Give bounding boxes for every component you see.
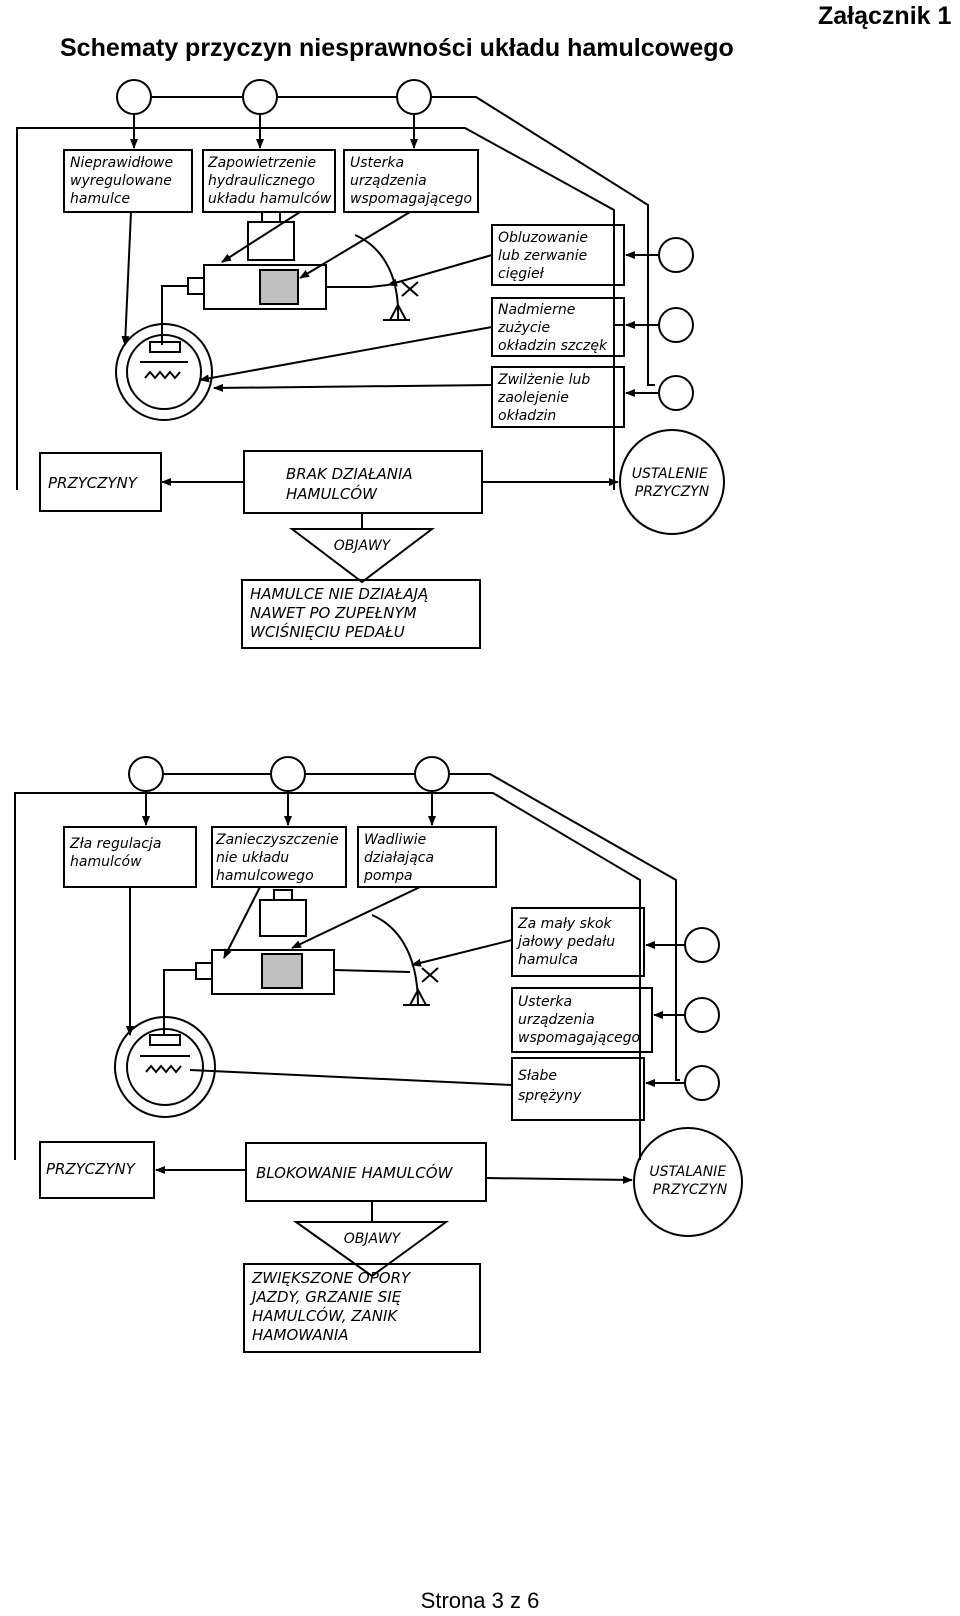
d2-cause-5-text: Usterka urządzenia wspomagającego <box>518 994 640 1046</box>
d1-top-circle-1 <box>116 79 152 115</box>
d2-top-circle-1 <box>128 756 164 792</box>
d2-cause-2-text: Zanieczyszczenie nie układu hamulcowego <box>215 832 343 884</box>
page-title: Schematy przyczyn niesprawności układu h… <box>60 34 734 62</box>
page-footer: Strona 3 z 6 <box>420 1588 540 1613</box>
d1-right-circle-1 <box>658 237 694 273</box>
d2-cause-6-text: Słabe sprężyny <box>518 1068 582 1104</box>
d2-diagnosis-circle <box>633 1127 743 1237</box>
d2-causes-label: PRZYCZYNY <box>46 1160 137 1178</box>
d1-cause-box-6 <box>491 366 625 428</box>
d1-cause-box-1 <box>63 149 193 213</box>
d2-top-circle-2 <box>270 756 306 792</box>
d2-symptoms-label: OBJAWY <box>344 1231 402 1247</box>
d1-symptom-box <box>241 579 481 649</box>
diagram-1-text: Nieprawidłowe wyregulowane hamulce Zapow… <box>48 155 713 641</box>
d1-causes-label: PRZYCZYNY <box>48 474 139 492</box>
d2-cause-3-text: Wadliwie działająca pompa <box>363 832 439 884</box>
d1-cause-3-text: Usterka urządzenia wspomagającego <box>350 155 472 207</box>
d2-brake-drum <box>114 1016 216 1118</box>
d2-cause-box-2 <box>211 826 347 888</box>
d2-cause-box-4 <box>511 907 645 977</box>
d1-cause-1-text: Nieprawidłowe wyregulowane hamulce <box>70 155 178 207</box>
d2-diagnosis-text: USTALANIE PRZYCZYN <box>649 1164 730 1198</box>
d2-symptom-box <box>243 1263 481 1353</box>
d2-cause-box-3 <box>357 826 497 888</box>
d2-master-cylinder <box>163 889 411 1035</box>
d1-top-circle-2 <box>242 79 278 115</box>
d1-symptoms-arrow <box>289 528 435 584</box>
d1-top-circle-3 <box>396 79 432 115</box>
diagram-2 <box>14 756 743 1353</box>
d2-right-circle-3 <box>684 1065 720 1101</box>
d2-right-circle-1 <box>684 927 720 963</box>
d1-symptoms-label: OBJAWY <box>334 538 392 554</box>
d2-problem-text: BLOKOWANIE HAMULCÓW <box>256 1163 454 1182</box>
d2-problem-box <box>245 1142 487 1202</box>
d2-right-circle-2 <box>684 997 720 1033</box>
d1-cause-box-3 <box>343 149 479 213</box>
diagram-1 <box>16 79 725 649</box>
d1-cause-4-text: Obluzowanie lub zerwanie cięgieł <box>498 230 592 282</box>
d2-cause-box-6 <box>511 1057 645 1121</box>
diagram-2-text: Zła regulacja hamulców Zanieczyszczenie … <box>46 832 730 1344</box>
d2-causes-box <box>39 1141 155 1199</box>
d1-cause-2-text: Zapowietrzenie hydraulicznego układu ham… <box>207 155 332 207</box>
d1-master-cylinder <box>161 211 389 345</box>
d1-problem-text: BRAK DZIAŁANIA HAMULCÓW <box>286 465 417 503</box>
d1-brake-drum <box>115 323 213 421</box>
d2-cause-4-text: Za mały skok jałowy pedału hamulca <box>516 916 620 968</box>
d1-cause-5-text: Nadmierne zużycie okładzin szczęk <box>497 302 608 354</box>
d1-right-circle-2 <box>658 307 694 343</box>
d1-right-circle-3 <box>658 375 694 411</box>
d1-cause-6-text: Zwilżenie lub zaolejenie okładzin <box>497 372 595 424</box>
d2-top-circle-3 <box>414 756 450 792</box>
attachment-label: Załącznik 1 <box>818 2 952 30</box>
d1-brake-pedal <box>354 234 419 321</box>
d1-symptom-text: HAMULCE NIE DZIAŁAJĄ NAWET PO ZUPEŁNYM W… <box>250 585 433 641</box>
d2-symptom-text: ZWIĘKSZONE OPORY JAZDY, GRZANIE SIĘ HAMU… <box>249 1269 415 1344</box>
d2-cause-box-5 <box>511 987 653 1053</box>
d2-cause-1-text: Zła regulacja hamulców <box>69 836 166 870</box>
d2-brake-pedal <box>371 914 439 1006</box>
d1-diagnosis-circle <box>619 429 725 535</box>
d1-diagnosis-text: USTALENIE PRZYCZYN <box>632 466 713 500</box>
